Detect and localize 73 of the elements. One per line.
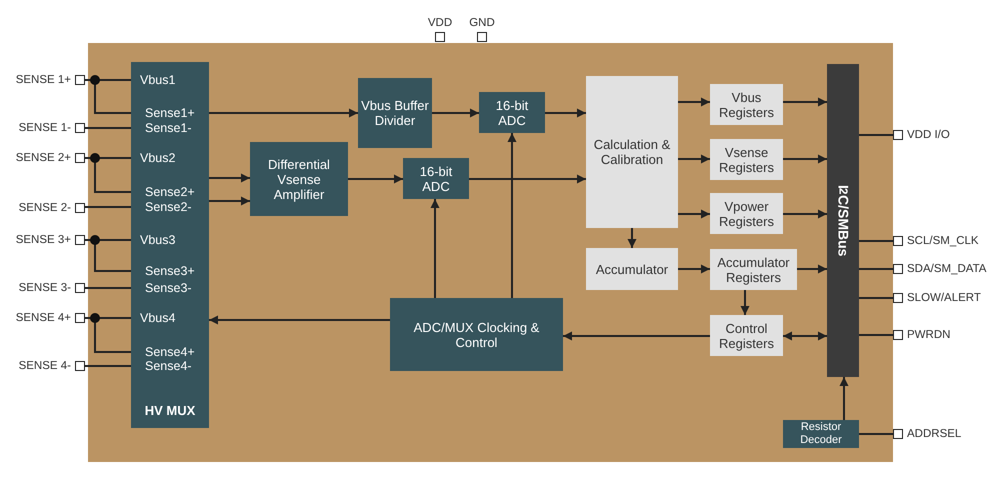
pin-label: SLOW/ALERT	[907, 292, 981, 304]
signal-label: Sense2-	[131, 199, 191, 215]
signal-label: Vbus1	[131, 72, 191, 88]
function-block: Vbus Registers	[710, 84, 783, 125]
function-block: 16-bit ADC	[403, 158, 469, 199]
pin-label: SENSE 2+	[16, 152, 71, 164]
arrow	[432, 108, 479, 118]
chip-outline	[88, 43, 893, 462]
arrow	[469, 174, 586, 184]
pin-label: SENSE 1-	[18, 122, 71, 134]
pin-label: SENSE 3-	[18, 282, 71, 294]
arrow	[678, 98, 710, 106]
decoder-block: Resistor Decoder	[783, 420, 859, 448]
arrow	[209, 108, 358, 118]
connector-line	[859, 297, 893, 299]
pin-label: VDD I/O	[907, 129, 950, 141]
signal-label: Sense3-	[131, 280, 191, 296]
arrow	[678, 154, 710, 164]
arrow	[209, 196, 250, 206]
arrow	[783, 154, 827, 164]
function-block: Vbus Buffer Divider	[358, 78, 432, 148]
mux-block	[131, 62, 209, 428]
function-block: Accumulator Registers	[710, 249, 797, 290]
arrow	[840, 377, 848, 420]
arrow	[348, 174, 403, 184]
signal-label: Vbus4	[131, 310, 191, 326]
signal-label: Sense4-	[131, 358, 191, 374]
arrow	[783, 210, 827, 218]
pin-label: SENSE 3+	[16, 234, 71, 246]
function-block: Differential Vsense Amplifier	[250, 142, 348, 216]
connector-line	[859, 134, 893, 136]
connector-line	[85, 365, 131, 367]
signal-label: Vbus2	[131, 150, 191, 166]
function-block: 16-bit ADC	[479, 92, 545, 133]
pin-label: SENSE 4-	[18, 360, 71, 372]
function-block: Control Registers	[710, 315, 783, 356]
arrow	[508, 133, 516, 298]
pin-label: SENSE 2-	[18, 202, 71, 214]
signal-label: Vbus3	[131, 232, 191, 248]
block-title: HV MUX	[144, 403, 196, 418]
arrow	[209, 316, 390, 324]
pin-label: SENSE 4+	[16, 312, 71, 324]
arrow	[678, 210, 710, 218]
connector-line	[859, 240, 893, 242]
arrow	[430, 199, 440, 298]
pin-label: SENSE 1+	[16, 74, 71, 86]
connector-line	[859, 268, 893, 270]
arrow	[740, 290, 750, 315]
connector-line	[85, 206, 131, 208]
function-block: Calculation & Calibration	[586, 76, 678, 228]
pin-label: GND	[469, 17, 495, 29]
arrow	[797, 264, 827, 274]
connector-line	[85, 287, 131, 289]
function-block: Vpower Registers	[710, 193, 783, 234]
arrow	[678, 264, 710, 274]
pin-label: SCL/SM_CLK	[907, 235, 979, 247]
pin-label: PWRDN	[907, 329, 950, 341]
arrow	[563, 332, 710, 340]
connector-line	[85, 127, 131, 129]
pin-label: SDA/SM_DATA	[907, 263, 986, 275]
arrow	[209, 174, 250, 182]
arrow	[783, 98, 827, 106]
function-block: Vsense Registers	[710, 139, 783, 180]
function-block: ADC/MUX Clocking & Control	[390, 298, 563, 371]
arrow	[783, 332, 827, 340]
function-block: Accumulator	[586, 248, 678, 290]
arrow	[545, 108, 586, 118]
connector-line	[859, 433, 893, 435]
connector-line	[859, 334, 893, 336]
pin-label: VDD	[428, 17, 452, 29]
pin-label: ADDRSEL	[907, 428, 962, 440]
signal-label: Sense1-	[131, 120, 191, 136]
arrow	[628, 228, 636, 248]
